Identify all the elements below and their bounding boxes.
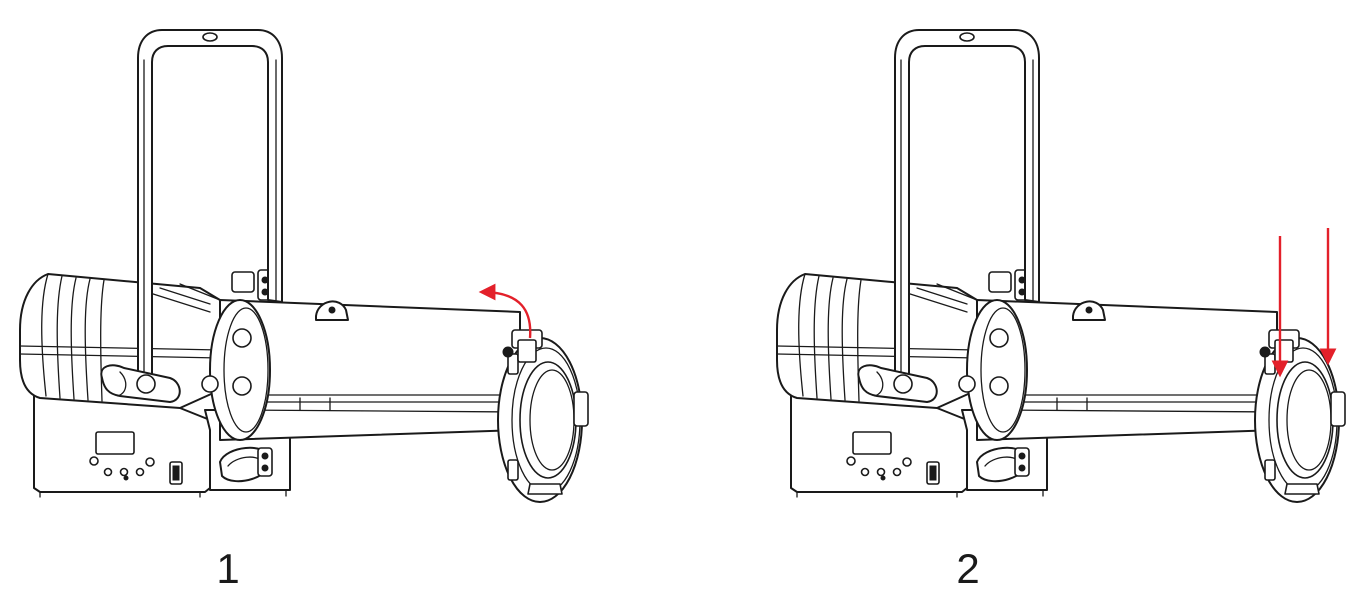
step-label-1: 1 (216, 545, 240, 592)
fixture-step-2 (776, 29, 1346, 503)
step-label-2: 2 (956, 545, 980, 592)
fixture-step-1 (19, 29, 589, 503)
curved-arrow-icon (478, 283, 532, 339)
